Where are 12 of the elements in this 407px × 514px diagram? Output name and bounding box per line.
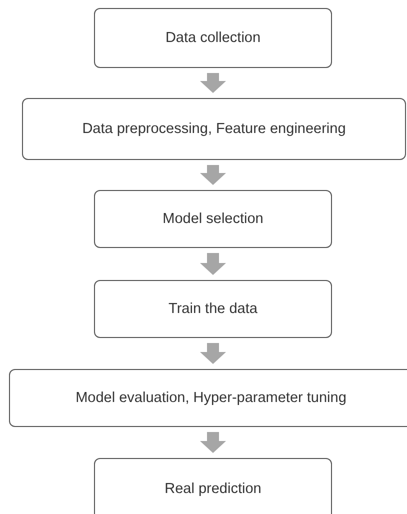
process-box bbox=[94, 190, 332, 248]
process-box bbox=[94, 280, 332, 338]
step-label: Train the data bbox=[168, 300, 258, 318]
process-box bbox=[22, 98, 406, 160]
step-label: Data preprocessing, Feature engineering bbox=[82, 120, 346, 138]
process-box bbox=[94, 8, 332, 68]
step-label: Real prediction bbox=[164, 480, 262, 498]
step-label: Model evaluation, Hyper-parameter tuning bbox=[76, 388, 346, 408]
process-box bbox=[9, 369, 407, 427]
step-label: Data collection bbox=[165, 28, 261, 48]
process-box bbox=[94, 458, 332, 514]
step-label: Model selection bbox=[162, 210, 264, 228]
